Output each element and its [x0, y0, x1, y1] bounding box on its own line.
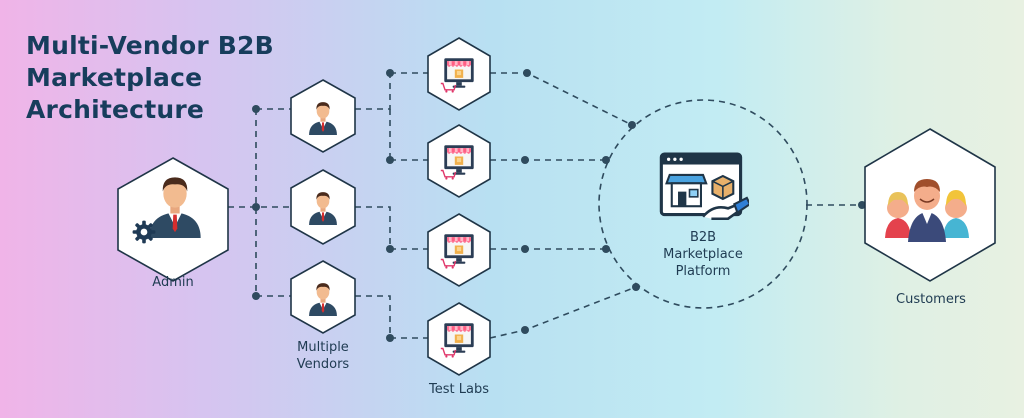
page-title: Multi-Vendor B2B Marketplace Architectur… — [26, 30, 274, 126]
title-line-3: Architecture — [26, 95, 205, 124]
dot — [386, 69, 394, 77]
dot — [858, 201, 866, 209]
dot — [602, 245, 610, 253]
admin-label: Admin — [152, 275, 194, 290]
title-line-1: Multi-Vendor B2B — [26, 31, 274, 60]
lab4-to-platform-line — [489, 286, 637, 339]
dot — [386, 334, 394, 342]
platform-label-line-1: B2B — [689, 230, 717, 245]
test-labs-label: Test Labs — [429, 382, 489, 397]
dot — [252, 105, 260, 113]
lab1-to-platform-line — [490, 72, 633, 126]
platform-label-line-2: Marketplace — [663, 247, 743, 262]
platform-label: B2B Marketplace Platform — [642, 229, 764, 280]
connector-dots — [252, 69, 866, 342]
dot — [521, 326, 529, 334]
dot — [628, 121, 636, 129]
dot — [523, 69, 531, 77]
platform-label-line-3: Platform — [675, 264, 731, 279]
dot — [632, 283, 640, 291]
vendor2-to-lab3-line — [355, 206, 428, 250]
vendor3-to-lab4-line — [355, 295, 428, 339]
dot — [386, 245, 394, 253]
vendors-label-line-2: Vendors — [296, 357, 350, 372]
vendors-label: Multiple Vendors — [272, 339, 374, 373]
dot — [521, 245, 529, 253]
dot — [386, 156, 394, 164]
marketplace-store-icon — [659, 152, 749, 221]
dot — [252, 203, 260, 211]
title-line-2: Marketplace — [26, 63, 203, 92]
vendors-label-line-1: Multiple — [297, 340, 349, 355]
vendor1-to-labs-line — [355, 73, 391, 110]
platform-dashed-circle — [598, 99, 808, 309]
customers-label: Customers — [896, 292, 966, 307]
dot — [602, 156, 610, 164]
customers-group-icon — [885, 179, 969, 242]
dot — [252, 292, 260, 300]
dot — [521, 156, 529, 164]
